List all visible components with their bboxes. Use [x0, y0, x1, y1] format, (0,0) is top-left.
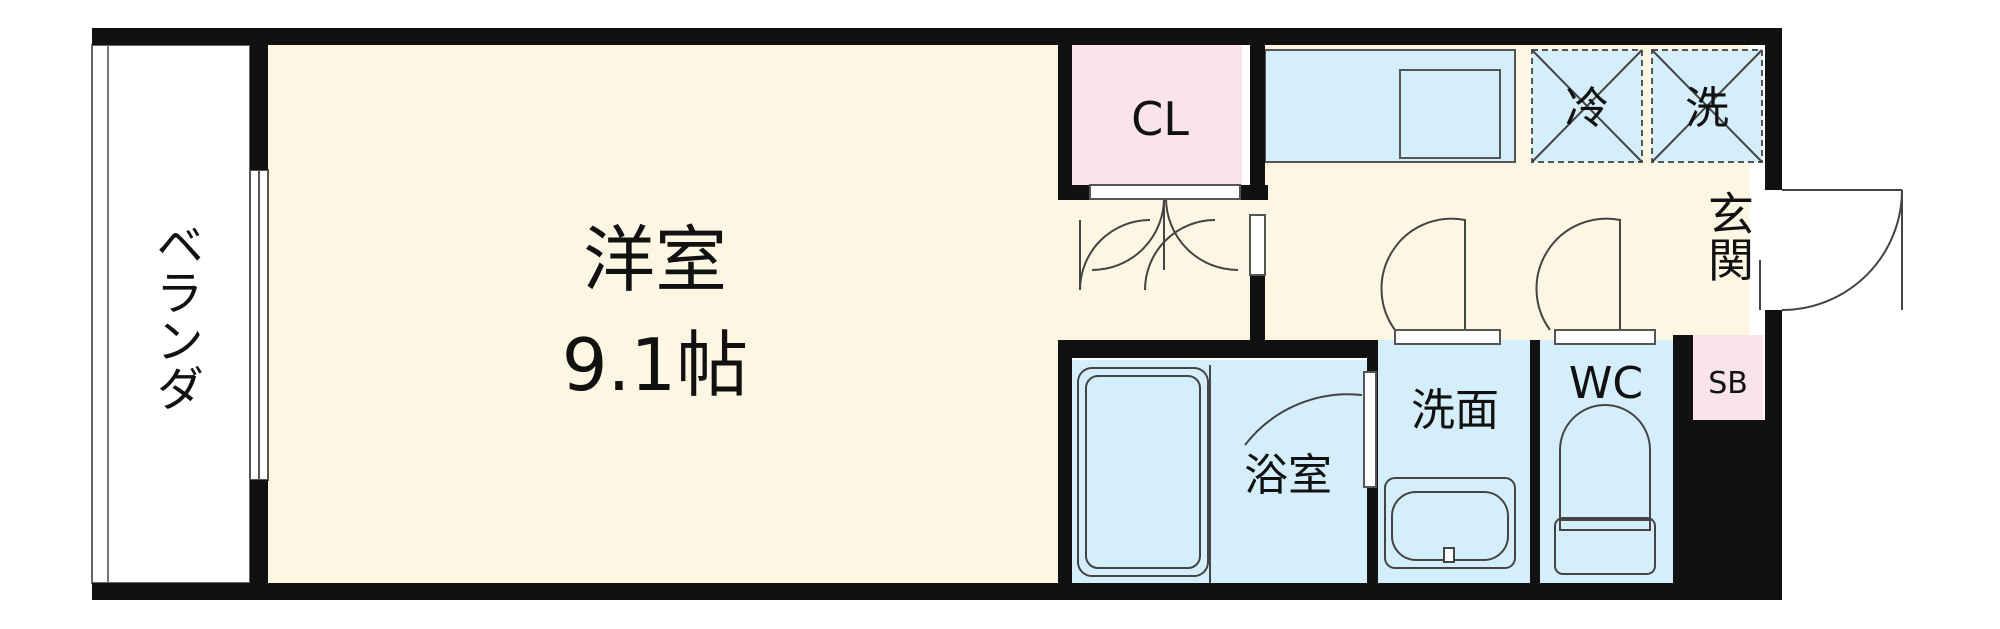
bath-label: 浴室 — [1244, 450, 1332, 501]
entrance-door-swing — [1781, 189, 1903, 311]
labels: 洋室 9.1帖 CL 冷 洗 浴室 洗面 WC SB ベランダ 玄関 — [147, 83, 1755, 501]
sink-basin — [1399, 69, 1501, 159]
main-room-size: 9.1帖 — [562, 323, 749, 407]
walls — [92, 28, 1782, 600]
wc-door-swing — [1535, 217, 1621, 331]
wash-door-swing — [1380, 217, 1466, 331]
closet-door-swing-1 — [1091, 197, 1165, 271]
washbasin — [1384, 477, 1516, 569]
fridge-label: 冷 — [1565, 83, 1609, 134]
toilet-bowl — [1559, 404, 1651, 520]
shoe-box-label: SB — [1708, 366, 1748, 401]
washer-label: 洗 — [1685, 83, 1729, 134]
veranda — [91, 44, 269, 584]
toilet-label: WC — [1569, 358, 1643, 409]
shoe-box-fill — [1693, 335, 1763, 420]
veranda-label: ベランダ — [147, 220, 203, 412]
main-room-name: 洋室 — [583, 218, 727, 302]
closet-door-swing-2 — [1165, 197, 1239, 271]
washroom-label: 洗面 — [1411, 385, 1499, 436]
main-room-fill — [268, 45, 1058, 583]
entrance-label: 玄関 — [1701, 190, 1755, 282]
closet-fill — [1072, 45, 1242, 185]
bathtub — [1077, 367, 1209, 577]
fixtures — [1077, 49, 1903, 583]
closet-label: CL — [1131, 92, 1189, 146]
